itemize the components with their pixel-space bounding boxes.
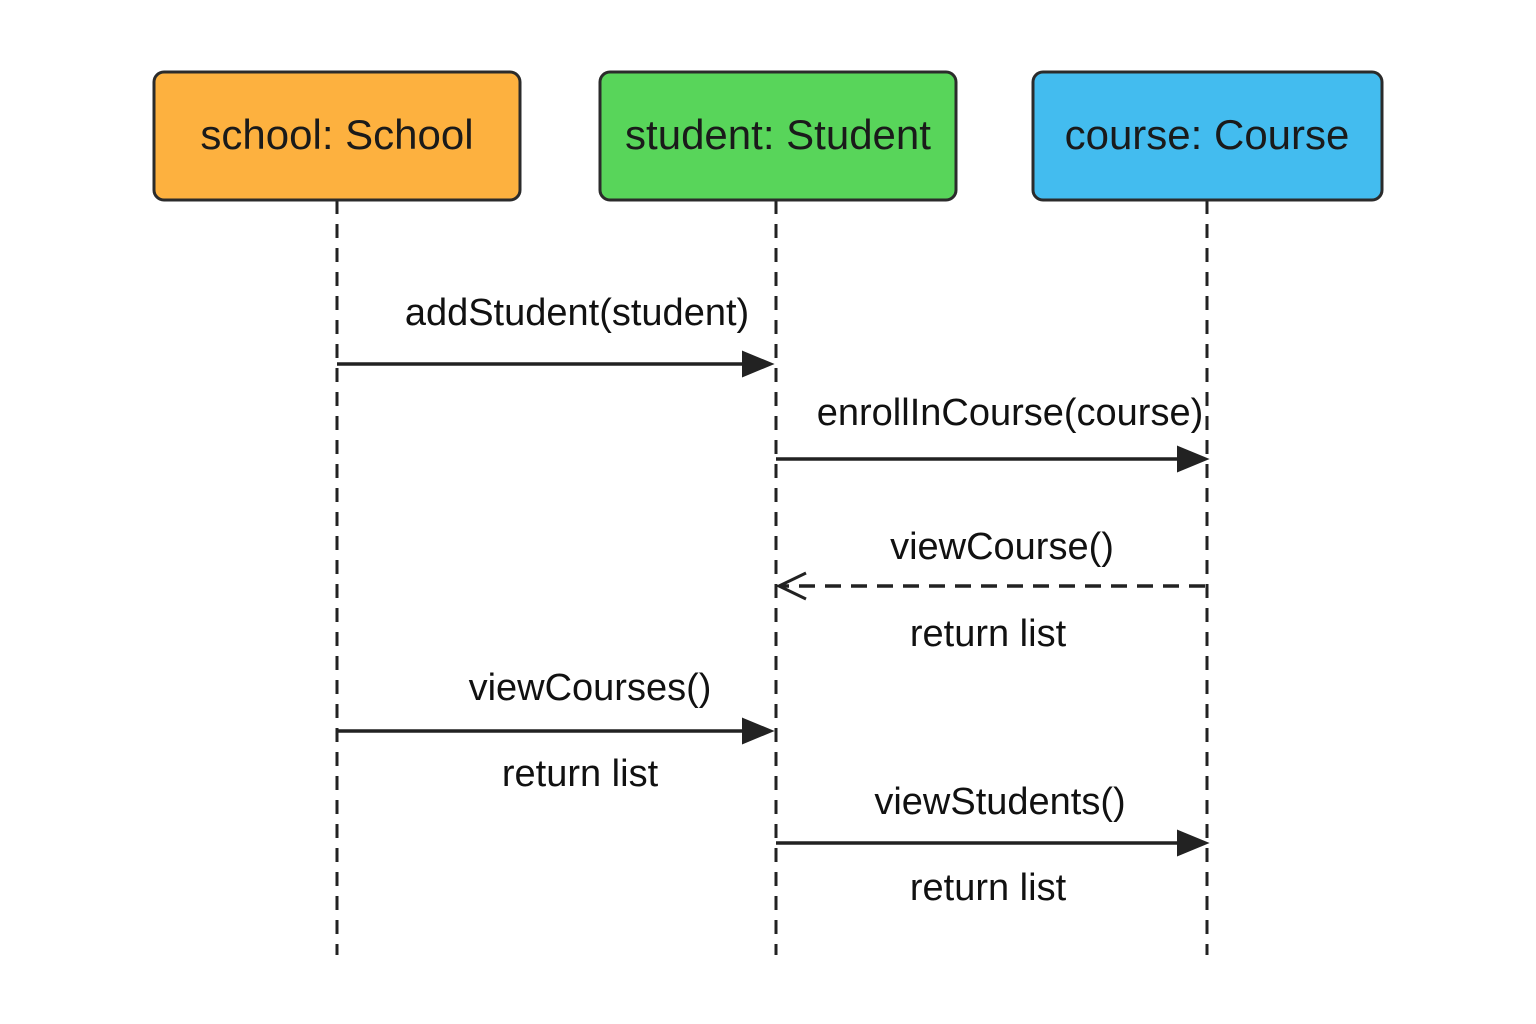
arrow-head-icon [742, 350, 775, 378]
arrow-head-icon [1177, 829, 1210, 857]
actor-course: course: Course [1031, 70, 1384, 202]
message-viewCourse-label: viewCourse() [890, 526, 1114, 568]
actor-course-label: course: Course [1065, 111, 1350, 158]
message-viewCourse: viewCourse() return list [775, 526, 1205, 655]
message-enrollInCourse-label: enrollInCourse(course) [817, 392, 1204, 434]
message-viewStudents-return-label: return list [910, 867, 1067, 909]
message-addStudent-label: addStudent(student) [405, 292, 749, 334]
arrow-head-icon [742, 717, 775, 745]
actor-school-box [152, 70, 522, 202]
arrow-head-icon [1177, 445, 1210, 473]
open-arrow-head-icon [775, 571, 807, 601]
message-viewCourse-return-label: return list [910, 613, 1067, 655]
actor-course-box [1031, 70, 1384, 202]
actor-school: school: School [152, 70, 522, 202]
actor-school-label: school: School [200, 111, 473, 158]
message-viewStudents: viewStudents() return list [776, 781, 1210, 909]
message-viewCourses-return-label: return list [502, 753, 659, 795]
message-enrollInCourse: enrollInCourse(course) [776, 392, 1210, 473]
message-viewCourses: viewCourses() return list [337, 667, 775, 795]
message-addStudent: addStudent(student) [337, 292, 775, 378]
actor-student-label: student: Student [625, 111, 931, 158]
actor-student: student: Student [598, 70, 958, 202]
message-viewStudents-label: viewStudents() [874, 781, 1125, 823]
actor-student-box [598, 70, 958, 202]
message-viewCourses-label: viewCourses() [469, 667, 712, 709]
